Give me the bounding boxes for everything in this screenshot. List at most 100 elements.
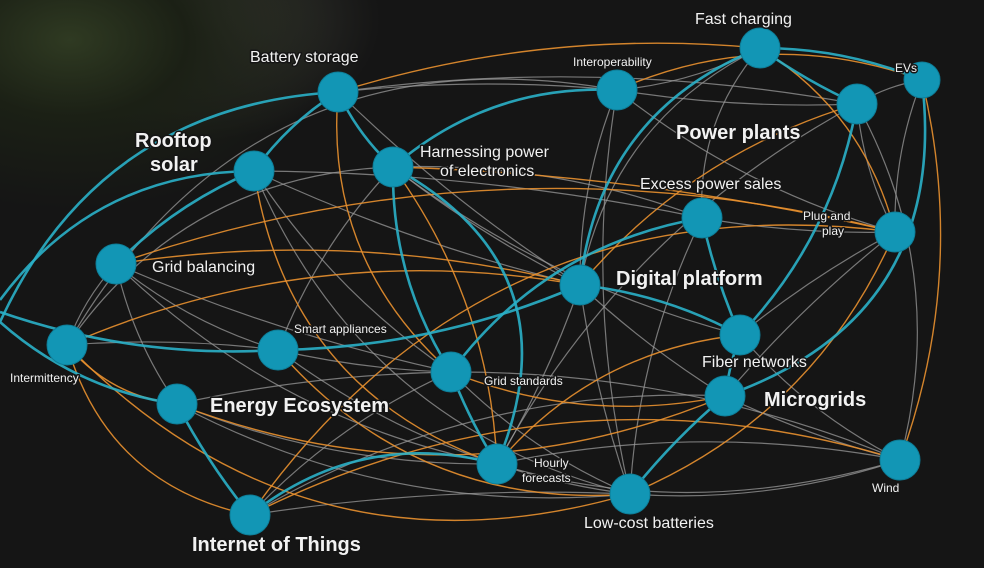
label-rooftop-solar-line1: Rooftop <box>135 130 212 152</box>
edge-grid-balancing-hourly-forecasts <box>115 263 498 465</box>
node-plug-and-play <box>874 211 916 253</box>
edge-intermittency-interoperability <box>66 78 618 346</box>
node-fast-charging <box>739 27 781 69</box>
edge-hourly-forecasts-internet-of-things <box>249 452 498 517</box>
label-intermittency: Intermittency <box>10 371 79 385</box>
edge-interoperability-digital-platform <box>579 89 618 286</box>
edge-digital-platform-microgrids <box>579 284 726 397</box>
edge-internet-of-things-low-cost-batteries <box>249 491 631 516</box>
label-plug-and-play-line2: play <box>822 224 844 238</box>
labels-layer: Battery storage Interoperability Fast ch… <box>9 10 919 558</box>
edge-interoperability-power-plants <box>616 89 858 106</box>
label-low-cost-batteries: Low-cost batteries <box>584 515 714 532</box>
edge-grid-balancing-grid-standards <box>115 263 452 373</box>
edge-grid-standards-wind <box>450 371 901 461</box>
edge-harnessing-power-plug-and-play <box>392 166 896 233</box>
node-wind <box>879 439 921 481</box>
edge-digital-platform-fast-charging <box>578 46 761 286</box>
node-battery-storage <box>317 71 359 113</box>
node-microgrids <box>704 375 746 417</box>
edge-battery-storage-fast-charging <box>337 42 761 93</box>
edge-internet-of-things-grid-standards <box>249 371 452 516</box>
edge-internet-of-things-plug-and-play <box>249 224 896 516</box>
label-interoperability: Interoperability <box>573 55 652 69</box>
edge-left-edge-b-battery-storage <box>0 90 339 323</box>
label-fiber-networks: Fiber networks <box>702 354 807 371</box>
edge-grid-standards-low-cost-batteries <box>450 371 631 495</box>
label-power-plants: Power plants <box>676 122 800 144</box>
edge-hourly-forecasts-fiber-networks <box>496 334 741 465</box>
edge-interoperability-plug-and-play <box>616 89 896 233</box>
edge-excess-power-sales-plug-and-play <box>701 217 896 233</box>
edge-internet-of-things-microgrids <box>249 394 726 516</box>
label-energy-ecosystem: Energy Ecosystem <box>210 395 389 417</box>
edge-grid-balancing-plug-and-play <box>115 187 896 265</box>
edge-battery-storage-grid-standards <box>336 91 452 373</box>
node-grid-standards <box>430 351 472 393</box>
edge-internet-of-things-wind <box>249 418 901 516</box>
edge-plug-and-play-fiber-networks <box>739 231 896 336</box>
edge-grid-balancing-digital-platform <box>115 249 581 286</box>
node-rooftop-solar <box>233 150 275 192</box>
edge-interoperability-low-cost-batteries <box>602 89 631 495</box>
node-intermittency <box>46 324 88 366</box>
edge-interoperability-harnessing-power <box>392 88 618 168</box>
label-microgrids: Microgrids <box>764 389 866 411</box>
label-excess-power-sales: Excess power sales <box>640 176 781 193</box>
node-energy-ecosystem <box>156 383 198 425</box>
edge-left-edge-a-rooftop-solar <box>0 169 255 301</box>
edge-smart-appliances-harnessing-power <box>277 166 394 351</box>
label-smart-appliances: Smart appliances <box>294 322 387 336</box>
node-interoperability <box>596 69 638 111</box>
label-grid-balancing: Grid balancing <box>152 259 255 276</box>
edges-layer <box>0 42 942 522</box>
edge-digital-platform-low-cost-batteries <box>579 284 631 495</box>
node-grid-balancing <box>95 243 137 285</box>
edge-battery-storage-interoperability <box>337 83 618 93</box>
edge-intermittency-smart-appliances <box>66 341 279 351</box>
edge-left-edge-b-energy-ecosystem <box>0 321 178 406</box>
edge-energy-ecosystem-grid-standards <box>176 371 452 405</box>
label-digital-platform: Digital platform <box>616 268 763 290</box>
label-wind: Wind <box>872 481 899 495</box>
edge-plug-and-play-microgrids <box>724 231 896 397</box>
edge-power-plants-fiber-networks <box>739 103 859 336</box>
edge-energy-ecosystem-hourly-forecasts <box>176 403 498 465</box>
label-plug-and-play-line1: Plug and <box>803 209 850 223</box>
edge-hourly-forecasts-harnessing-power <box>392 165 524 465</box>
edge-left-edge-c-smart-appliances <box>0 310 279 353</box>
edge-grid-balancing-energy-ecosystem <box>115 263 178 405</box>
edge-rooftop-solar-excess-power-sales <box>253 170 703 219</box>
edge-power-plants-hourly-forecasts <box>496 103 858 465</box>
label-grid-standards: Grid standards <box>484 374 563 388</box>
label-hourly-forecasts-line1: Hourly <box>534 456 569 470</box>
edge-fast-charging-digital-platform <box>579 47 761 286</box>
label-evs: EVs <box>895 61 917 75</box>
label-harnessing-line1: Harnessing power <box>420 144 550 161</box>
edge-intermittency-internet-of-things <box>66 344 251 516</box>
edge-fiber-networks-wind <box>739 334 901 461</box>
edge-harnessing-power-grid-standards <box>391 166 453 373</box>
label-harnessing-line2: of electronics <box>440 163 534 180</box>
edge-rooftop-solar-grid-standards <box>253 170 452 373</box>
edge-smart-appliances-grid-standards <box>277 349 452 373</box>
edge-harnessing-power-fiber-networks <box>392 166 741 336</box>
edge-low-cost-batteries-wind <box>629 459 901 497</box>
label-internet-of-things: Internet of Things <box>192 534 361 556</box>
edge-low-cost-batteries-plug-and-play <box>629 231 896 495</box>
edge-digital-platform-power-plants <box>579 103 858 286</box>
edge-evs-wind <box>899 79 942 461</box>
label-rooftop-solar-line2: solar <box>150 154 198 176</box>
node-fiber-networks <box>719 314 761 356</box>
edge-evs-plug-and-play <box>894 79 923 233</box>
node-hourly-forecasts <box>476 443 518 485</box>
edge-battery-storage-power-plants <box>337 76 858 105</box>
edge-grid-standards-excess-power-sales <box>449 216 703 373</box>
edge-intermittency-harnessing-power <box>66 166 394 346</box>
node-digital-platform <box>559 264 601 306</box>
edge-evs-microgrids <box>724 79 927 398</box>
edge-smart-appliances-wind <box>277 349 901 494</box>
edge-smart-appliances-digital-platform <box>277 283 581 352</box>
label-battery-storage: Battery storage <box>250 49 359 66</box>
